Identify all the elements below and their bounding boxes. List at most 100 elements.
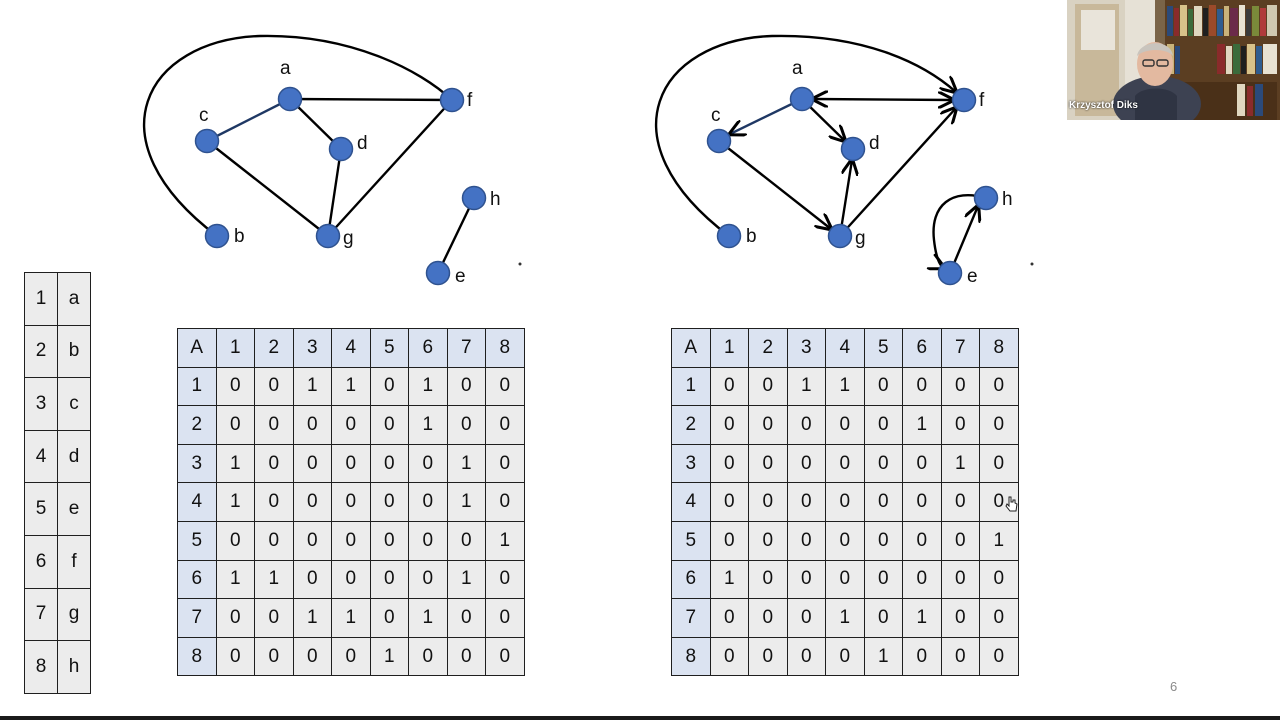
- matrix-cell: 0: [369, 520, 409, 561]
- matrix-column-header: 4: [825, 328, 865, 368]
- legend-vertex: f: [57, 534, 91, 589]
- legend-vertex: d: [57, 429, 91, 484]
- matrix-cell: 0: [709, 636, 749, 677]
- matrix-cell: 0: [709, 482, 749, 522]
- legend-vertex: b: [57, 324, 91, 379]
- matrix-cell: 1: [215, 482, 255, 522]
- matrix-cell: 0: [863, 482, 903, 522]
- matrix-cell: 1: [902, 598, 942, 638]
- matrix-row-header: 2: [177, 405, 217, 445]
- matrix-cell: 1: [331, 598, 371, 638]
- matrix-cell: 0: [902, 520, 942, 561]
- matrix-cell: 0: [709, 598, 749, 638]
- matrix-cell: 0: [254, 636, 294, 677]
- matrix-cell: 0: [902, 559, 942, 600]
- matrix-cell: 0: [863, 598, 903, 638]
- matrix-cell: 0: [485, 405, 525, 445]
- graph-nodes: [194, 86, 487, 286]
- edge-g-d: [838, 160, 852, 237]
- matrix-cell: 0: [485, 636, 525, 677]
- stray-dot: [1030, 262, 1034, 266]
- matrix-cell: 0: [254, 520, 294, 561]
- matrix-cell: 0: [979, 636, 1019, 677]
- matrix-cell: 0: [786, 405, 826, 445]
- matrix-cell: 0: [215, 405, 255, 445]
- matrix-cell: 1: [254, 559, 294, 600]
- node-label: g: [855, 228, 866, 249]
- edge-a-f: [813, 99, 953, 100]
- matrix-cell: 0: [215, 636, 255, 677]
- stray-dot: [518, 262, 522, 266]
- matrix-cell: 0: [331, 520, 371, 561]
- matrix-column-header: 5: [369, 328, 409, 368]
- matrix-cell: 1: [825, 598, 865, 638]
- matrix-cell: 0: [446, 405, 486, 445]
- matrix-cell: 0: [215, 366, 255, 407]
- slide-number: 6: [1170, 679, 1178, 694]
- matrix-cell: 1: [940, 443, 980, 484]
- node-label: b: [234, 226, 245, 247]
- matrix-row-header: 8: [671, 636, 711, 677]
- matrix-cell: 0: [254, 443, 294, 484]
- edge-f-g: [327, 99, 453, 237]
- matrix-cell: 0: [786, 482, 826, 522]
- webcam-thumbnail[interactable]: Krzysztof Diks: [1067, 0, 1280, 120]
- matrix-cell: 0: [748, 598, 788, 638]
- matrix-cell: 0: [863, 559, 903, 600]
- matrix-cell: 0: [940, 520, 980, 561]
- edge-g-f: [839, 108, 956, 237]
- graph-node: [439, 87, 465, 113]
- matrix-cell: 0: [902, 443, 942, 484]
- legend-vertex: e: [57, 482, 91, 536]
- matrix-cell: 0: [369, 482, 409, 522]
- matrix-cell: 1: [446, 443, 486, 484]
- matrix-row-header: 2: [671, 405, 711, 445]
- matrix-cell: 0: [902, 482, 942, 522]
- matrix-cell: 1: [369, 636, 409, 677]
- matrix-cell: 0: [940, 559, 980, 600]
- node-label: e: [455, 266, 466, 287]
- matrix-cell: 0: [485, 482, 525, 522]
- matrix-cell: 0: [979, 443, 1019, 484]
- matrix-cell: 0: [254, 482, 294, 522]
- edge-c-g: [206, 140, 329, 237]
- node-label: h: [1002, 189, 1013, 210]
- matrix-row-header: 6: [671, 559, 711, 600]
- matrix-cell: 0: [446, 520, 486, 561]
- matrix-cell: 1: [215, 559, 255, 600]
- edge-d-g: [326, 148, 343, 237]
- matrix-cell: 0: [825, 520, 865, 561]
- matrix-cell: 1: [863, 636, 903, 677]
- edge-a-f: [289, 97, 453, 102]
- matrix-cell: 0: [485, 559, 525, 600]
- graph-node: [315, 223, 341, 249]
- node-label: f: [979, 90, 985, 111]
- matrix-cell: 0: [786, 636, 826, 677]
- matrix-cell: 1: [446, 482, 486, 522]
- node-label: a: [792, 58, 803, 79]
- graph-node: [937, 260, 963, 286]
- matrix-cell: 0: [485, 366, 525, 407]
- matrix-cell: 0: [215, 598, 255, 638]
- matrix-cell: 0: [292, 520, 332, 561]
- matrix-column-header: 3: [786, 328, 826, 368]
- matrix-cell: 0: [786, 559, 826, 600]
- graph-node: [789, 86, 815, 112]
- matrix-cell: 0: [369, 559, 409, 600]
- graph-node: [277, 86, 303, 112]
- matrix-column-header: 2: [748, 328, 788, 368]
- edge-a-c: [206, 97, 291, 143]
- node-label: b: [746, 226, 757, 247]
- matrix-cell: 0: [786, 598, 826, 638]
- matrix-corner-label: A: [671, 328, 711, 368]
